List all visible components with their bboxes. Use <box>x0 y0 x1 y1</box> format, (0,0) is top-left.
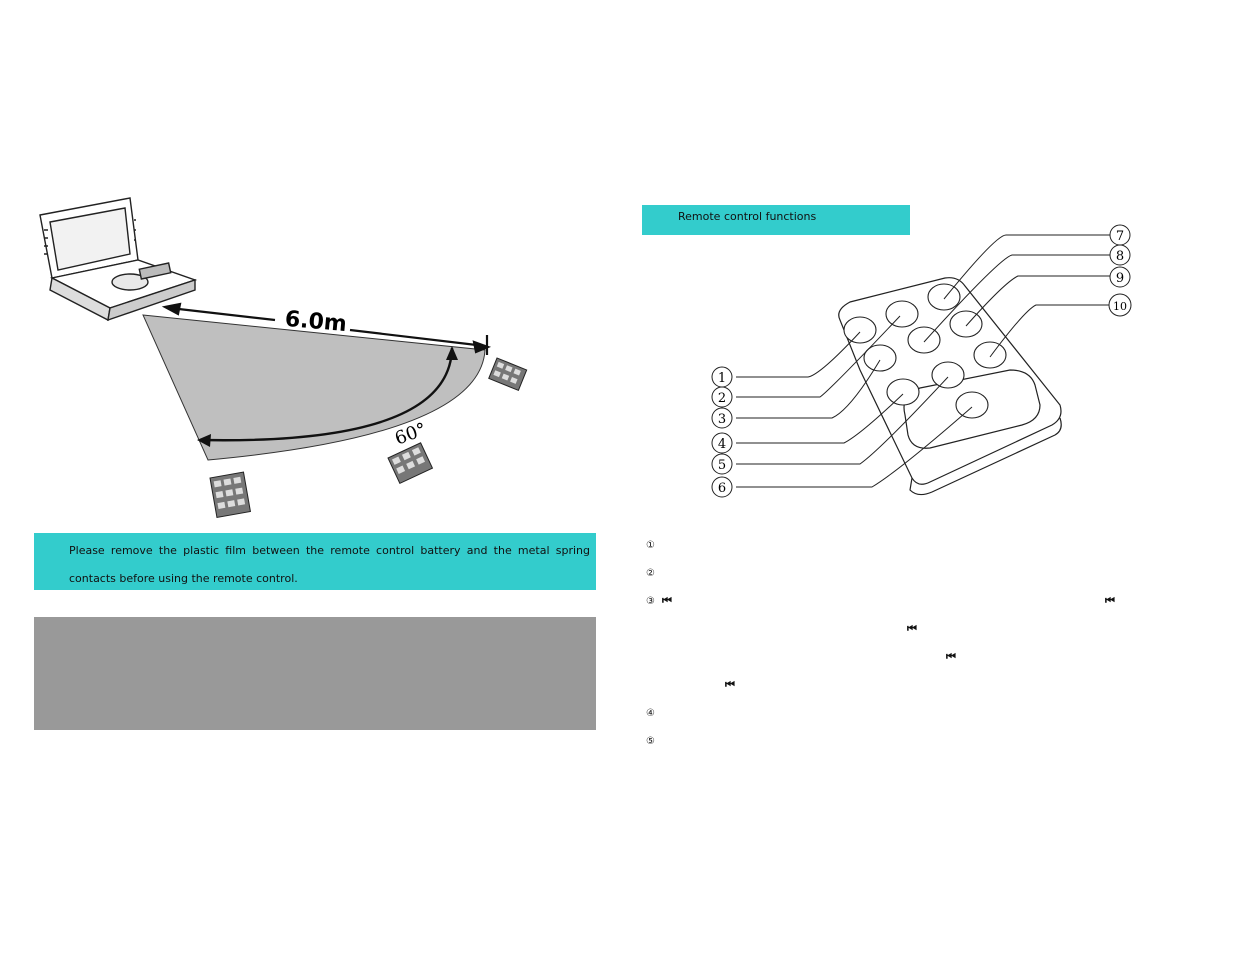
angle-arrowhead-bottom <box>197 434 211 447</box>
remote-control-diagram: 1 2 3 4 5 6 7 8 9 10 <box>711 224 1132 498</box>
function-item-3-marker: ③ <box>646 596 655 607</box>
callout-6: 6 <box>711 476 733 498</box>
svg-text:7: 7 <box>1116 229 1124 244</box>
remote-range-illustration: 6.0m 60° <box>39 197 528 518</box>
svg-text:5: 5 <box>718 458 726 473</box>
battery-note-box: Please remove the plastic film between t… <box>34 533 596 590</box>
section-header: Remote control functions <box>642 205 910 235</box>
skip-previous-icon: ⏮ <box>946 650 956 663</box>
callout-4: 4 <box>711 432 733 454</box>
function-item-2-marker: ② <box>646 568 655 579</box>
dvd-player-illustration <box>39 197 198 322</box>
remote-illustration-left <box>209 471 252 518</box>
callout-1: 1 <box>711 366 733 388</box>
remote-buttons <box>843 283 1007 419</box>
distance-arrow <box>161 302 492 355</box>
remote-illustration-middle <box>387 442 434 485</box>
grey-panel <box>34 617 596 730</box>
angle-arrowhead-top <box>446 346 458 360</box>
skip-previous-icon: ⏮ <box>907 622 917 635</box>
section-title: Remote control functions <box>678 210 817 223</box>
svg-text:2: 2 <box>718 391 726 406</box>
svg-text:8: 8 <box>1116 249 1124 264</box>
svg-text:4: 4 <box>718 437 726 452</box>
svg-text:1: 1 <box>718 371 726 386</box>
callout-3: 3 <box>711 407 733 429</box>
function-item-1-marker: ① <box>646 540 655 551</box>
callout-10: 10 <box>1108 293 1132 317</box>
skip-previous-icon: ⏮ <box>662 594 672 607</box>
callout-2: 2 <box>711 386 733 408</box>
function-item-5-marker: ⑤ <box>646 736 655 747</box>
angle-arc <box>199 347 454 442</box>
battery-note-text: Please remove the plastic film between t… <box>69 544 590 585</box>
coverage-area <box>142 314 486 461</box>
callout-7: 7 <box>1109 224 1131 246</box>
callout-5: 5 <box>711 453 733 475</box>
callout-8: 8 <box>1109 244 1131 266</box>
distance-label: 6.0m <box>284 307 348 337</box>
svg-text:10: 10 <box>1113 300 1127 313</box>
svg-text:9: 9 <box>1116 271 1124 286</box>
skip-previous-icon: ⏮ <box>1105 594 1115 607</box>
callout-9: 9 <box>1109 266 1131 288</box>
skip-previous-icon: ⏮ <box>725 678 735 691</box>
svg-text:3: 3 <box>718 412 726 427</box>
callout-lines <box>736 234 1110 488</box>
svg-text:6: 6 <box>718 481 726 496</box>
remote-illustration-right <box>488 357 528 392</box>
function-item-4-marker: ④ <box>646 708 655 719</box>
callout-numbers: 1 2 3 4 5 6 7 8 9 10 <box>711 224 1132 498</box>
